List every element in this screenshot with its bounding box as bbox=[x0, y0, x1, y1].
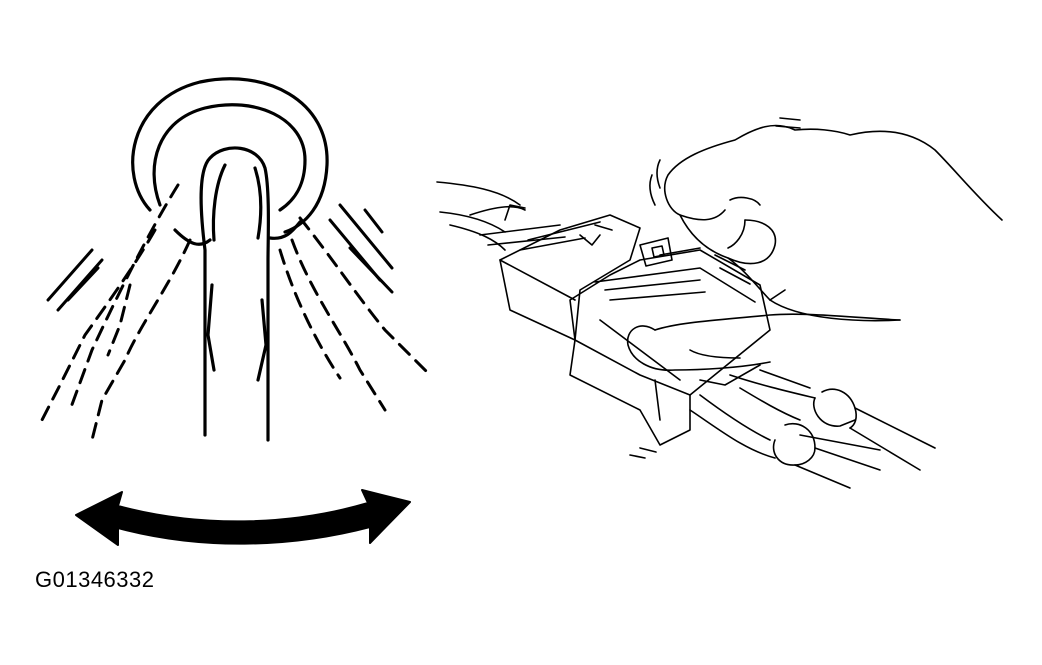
double-headed-curved-arrow-icon bbox=[75, 489, 411, 546]
hand-pressing-connector-illustration bbox=[436, 117, 1003, 489]
wiggling-wire-harness-illustration bbox=[40, 77, 432, 442]
figure-id-label: G01346332 bbox=[35, 567, 155, 592]
